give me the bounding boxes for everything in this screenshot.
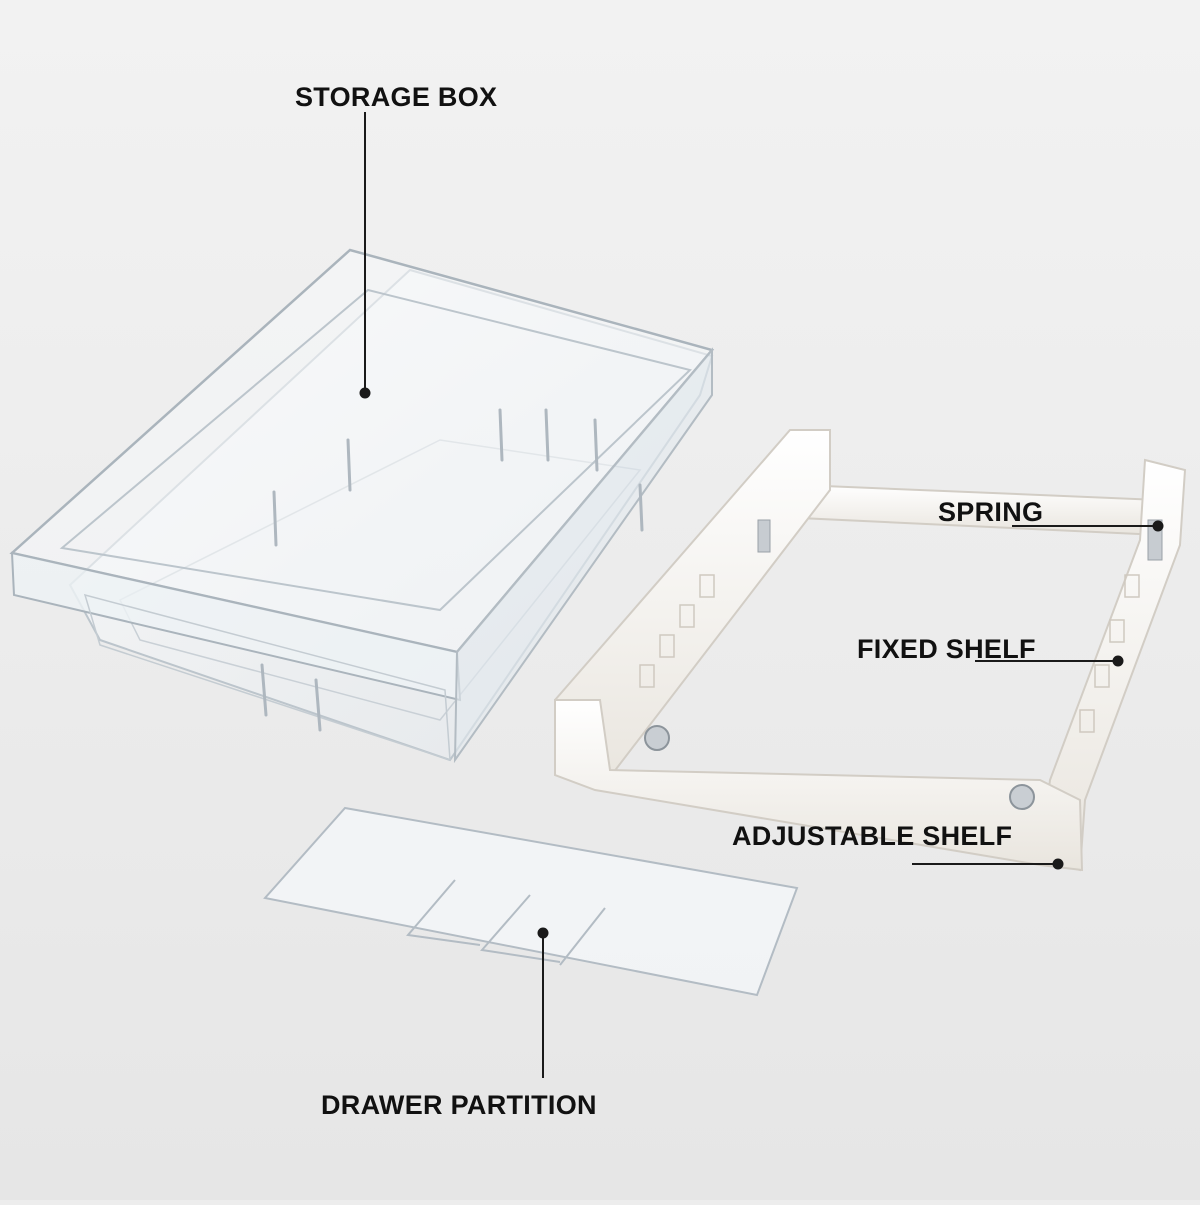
fixed-shelf-dot xyxy=(1112,655,1124,667)
storage-box xyxy=(9,248,715,764)
adjustable-shelf-dot xyxy=(1052,858,1064,870)
storage-box-label: STORAGE BOX xyxy=(295,82,498,112)
drawer-partition-label: DRAWER PARTITION xyxy=(321,1090,597,1120)
spring-dot xyxy=(1152,520,1164,532)
storage-box-dot xyxy=(359,387,371,399)
fixed-shelf-label: FIXED SHELF xyxy=(857,634,1036,664)
spring-label: SPRING xyxy=(938,497,1044,527)
drawer-partition xyxy=(263,806,799,997)
adjustable-shelf-label: ADJUSTABLE SHELF xyxy=(732,821,1013,851)
shelf-frame xyxy=(554,429,1187,872)
drawer-partition-dot xyxy=(537,927,549,939)
